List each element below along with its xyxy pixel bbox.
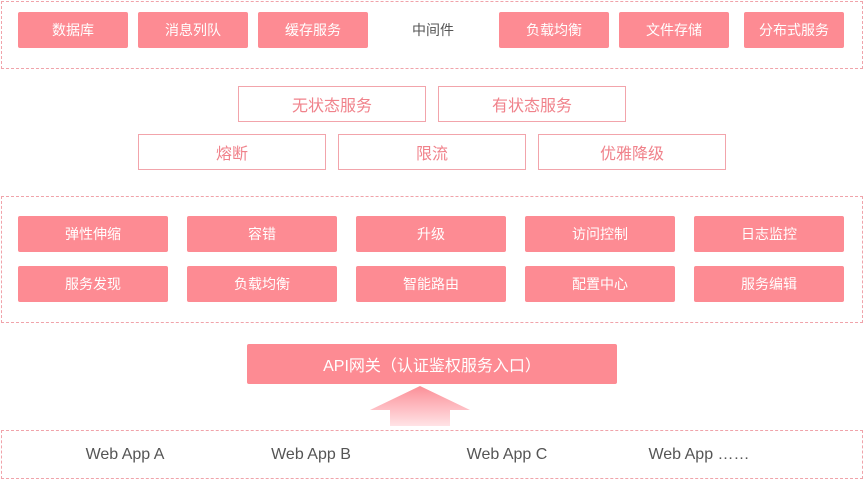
middleware-load-balance[interactable]: 负载均衡 bbox=[499, 12, 609, 48]
clients-container bbox=[1, 430, 863, 479]
cap-upgrade[interactable]: 升级 bbox=[356, 216, 506, 252]
circuit-breaker[interactable]: 熔断 bbox=[138, 134, 326, 170]
up-arrow-icon bbox=[370, 386, 470, 426]
stateful-service[interactable]: 有状态服务 bbox=[438, 86, 626, 122]
client-web-app-a: Web App A bbox=[85, 446, 165, 463]
client-web-app-b: Web App B bbox=[271, 446, 351, 463]
client-web-app-c: Web App C bbox=[466, 446, 548, 463]
client-web-app-more: Web App …… bbox=[648, 446, 750, 463]
cap-load-balance[interactable]: 负载均衡 bbox=[187, 266, 337, 302]
cap-log-monitoring[interactable]: 日志监控 bbox=[694, 216, 844, 252]
cap-config-center[interactable]: 配置中心 bbox=[525, 266, 675, 302]
cap-access-control[interactable]: 访问控制 bbox=[525, 216, 675, 252]
rate-limit[interactable]: 限流 bbox=[338, 134, 526, 170]
middleware-container bbox=[1, 1, 863, 69]
cap-elastic-scaling[interactable]: 弹性伸缩 bbox=[18, 216, 168, 252]
middleware-message-queue[interactable]: 消息列队 bbox=[138, 12, 248, 48]
middleware-file-storage[interactable]: 文件存储 bbox=[619, 12, 729, 48]
capabilities-container bbox=[1, 196, 863, 323]
middleware-cache-service[interactable]: 缓存服务 bbox=[258, 12, 368, 48]
cap-service-discovery[interactable]: 服务发现 bbox=[18, 266, 168, 302]
stateless-service[interactable]: 无状态服务 bbox=[238, 86, 426, 122]
api-gateway[interactable]: API网关（认证鉴权服务入口） bbox=[247, 344, 617, 384]
cap-fault-tolerance[interactable]: 容错 bbox=[187, 216, 337, 252]
cap-smart-routing[interactable]: 智能路由 bbox=[356, 266, 506, 302]
graceful-degradation[interactable]: 优雅降级 bbox=[538, 134, 726, 170]
middleware-distributed-service[interactable]: 分布式服务 bbox=[744, 12, 844, 48]
middleware-database[interactable]: 数据库 bbox=[18, 12, 128, 48]
middleware-label: 中间件 bbox=[412, 22, 454, 38]
cap-service-edit[interactable]: 服务编辑 bbox=[694, 266, 844, 302]
